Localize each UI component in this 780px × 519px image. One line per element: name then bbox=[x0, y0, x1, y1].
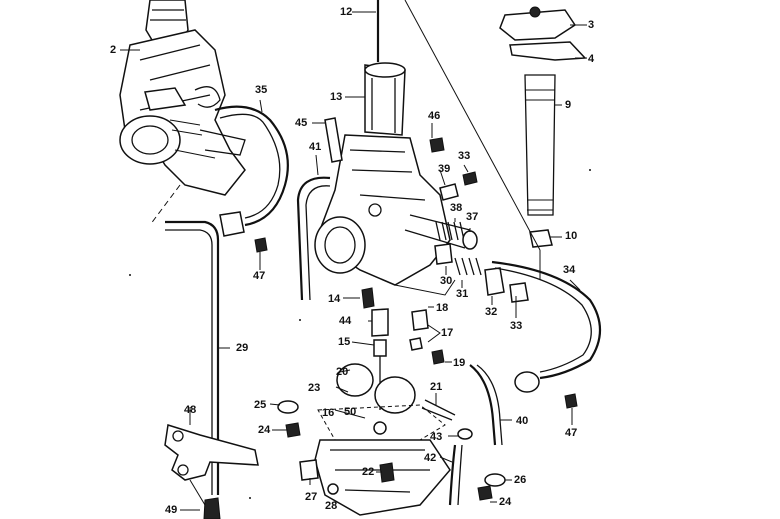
callout-19: 19 bbox=[453, 357, 466, 369]
callout-18: 18 bbox=[436, 302, 449, 314]
callout-46: 46 bbox=[428, 110, 441, 122]
callout-28: 28 bbox=[325, 500, 338, 512]
callout-23: 23 bbox=[308, 382, 321, 394]
callout-42: 42 bbox=[424, 452, 437, 464]
callout-21: 21 bbox=[430, 381, 443, 393]
callout-27: 27 bbox=[305, 491, 318, 503]
hose-41 bbox=[296, 176, 331, 301]
callout-47-left: 47 bbox=[253, 270, 266, 282]
callout-15: 15 bbox=[338, 336, 351, 348]
callout-13: 13 bbox=[330, 91, 343, 103]
hose-35 bbox=[214, 105, 289, 227]
callout-26: 26 bbox=[514, 474, 527, 486]
hose-29 bbox=[165, 220, 220, 495]
callout-49: 49 bbox=[165, 504, 178, 516]
callout-41: 41 bbox=[309, 141, 322, 153]
right-tube-assembly bbox=[499, 6, 587, 248]
callout-29: 29 bbox=[236, 342, 249, 354]
callout-30: 30 bbox=[440, 275, 453, 287]
callout-31: 31 bbox=[456, 288, 469, 300]
center-carburetor-body bbox=[314, 0, 471, 296]
callout-24-left: 24 bbox=[258, 424, 271, 436]
callout-48: 48 bbox=[184, 404, 197, 416]
bracket-48 bbox=[164, 424, 259, 481]
callout-45: 45 bbox=[295, 117, 308, 129]
callout-39: 39 bbox=[438, 163, 451, 175]
callout-14: 14 bbox=[328, 293, 341, 305]
callout-33-top: 33 bbox=[458, 150, 471, 162]
callout-35: 35 bbox=[255, 84, 268, 96]
leader-lines bbox=[120, 11, 587, 511]
callout-44: 44 bbox=[339, 315, 352, 327]
callout-9: 9 bbox=[565, 99, 572, 111]
callout-33-bottom: 33 bbox=[510, 320, 523, 332]
callout-38: 38 bbox=[450, 202, 463, 214]
callout-17: 17 bbox=[441, 327, 454, 339]
callout-3: 3 bbox=[588, 19, 595, 31]
hose-40 bbox=[469, 364, 497, 446]
callout-16: 16 bbox=[322, 407, 335, 419]
callout-43: 43 bbox=[430, 431, 443, 443]
callout-32: 32 bbox=[485, 306, 498, 318]
callout-50: 50 bbox=[344, 406, 357, 418]
callout-12: 12 bbox=[340, 6, 353, 18]
callout-47-right: 47 bbox=[565, 427, 578, 439]
callout-25: 25 bbox=[254, 399, 267, 411]
cable-34 bbox=[491, 260, 601, 380]
spring-38 bbox=[435, 221, 465, 241]
callout-2: 2 bbox=[110, 44, 117, 56]
callout-22: 22 bbox=[362, 466, 375, 478]
callout-24-right: 24 bbox=[499, 496, 512, 508]
callout-10: 10 bbox=[565, 230, 578, 242]
callout-20: 20 bbox=[336, 366, 349, 378]
callout-40: 40 bbox=[516, 415, 529, 427]
callout-34: 34 bbox=[563, 264, 576, 276]
left-carburetor-assembly bbox=[119, 0, 246, 196]
callout-37: 37 bbox=[466, 211, 479, 223]
callout-4: 4 bbox=[588, 53, 595, 65]
